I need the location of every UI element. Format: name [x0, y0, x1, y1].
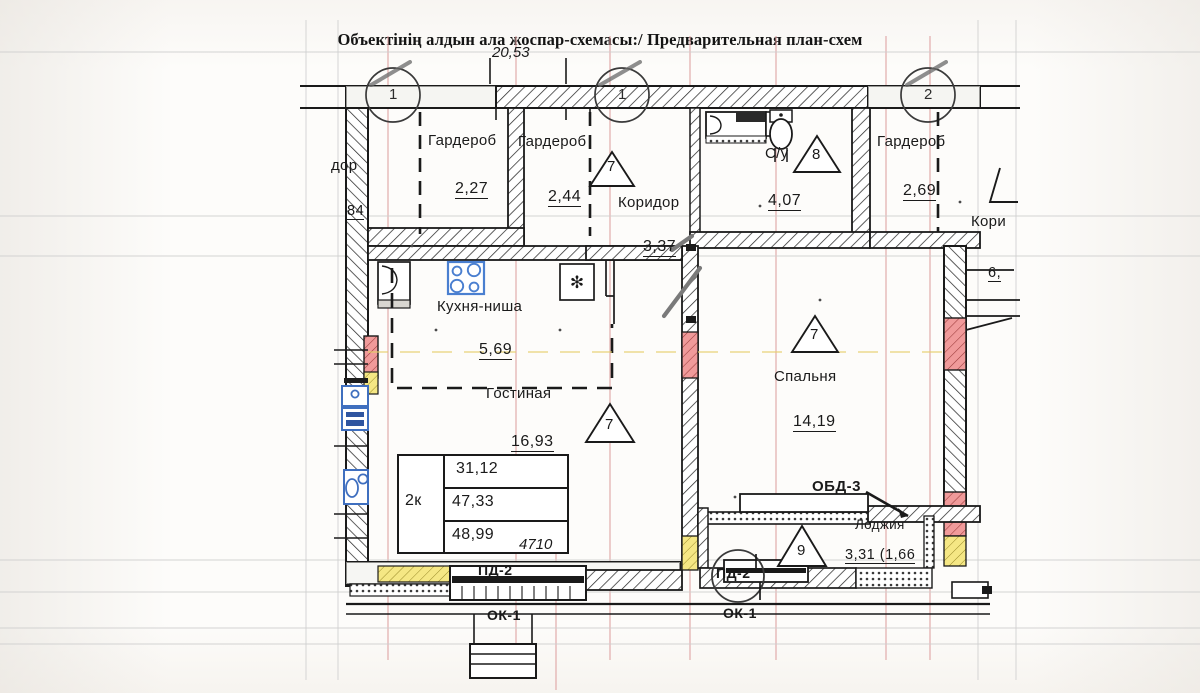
dimension-bottom: 4710 — [519, 536, 553, 553]
label-obd-3: ОБД-3 — [812, 478, 861, 495]
triangle-marker-bathroom: 8 — [812, 146, 821, 163]
page-title: Объектінің алдын ала жоспар-схемасы:/ Пр… — [337, 30, 863, 49]
triangle-marker-wardrobe-2: 7 — [607, 158, 616, 175]
label-ok-1-left: ОК-1 — [487, 607, 521, 623]
table-area-3: 48,99 — [452, 526, 495, 543]
room-area-wardrobe-3: 2,69 — [903, 182, 937, 201]
room-area-loggia: 3,31 (1,66 — [845, 547, 916, 564]
room-area-bedroom: 14,19 — [793, 413, 836, 432]
room-area-wardrobe-1: 2,27 — [455, 180, 489, 199]
room-name-kitchen: Кухня-ниша — [437, 298, 523, 315]
room-area-living: 16,93 — [511, 433, 554, 452]
table-area-2: 47,33 — [452, 493, 495, 510]
table-apartment-code: 2к — [405, 492, 422, 509]
triangle-marker-living: 7 — [605, 416, 614, 433]
axis-marker-2: 1 — [618, 86, 627, 103]
svg-text:✻: ✻ — [570, 273, 584, 292]
room-name-wardrobe-2: Гардероб — [518, 133, 587, 150]
room-name-wardrobe-1: Гардероб — [428, 132, 497, 149]
left-room-area: 84 — [347, 203, 365, 220]
label-ok-1-right: ОК-1 — [723, 605, 757, 621]
room-name-bathroom: С/у — [765, 145, 789, 162]
dimension-top: 20,53 — [492, 44, 530, 61]
triangle-marker-loggia: 9 — [797, 542, 806, 559]
room-area-corridor: 3,37 — [643, 238, 677, 257]
room-area-wardrobe-2: 2,44 — [548, 188, 582, 207]
table-area-1: 31,12 — [456, 460, 499, 477]
axis-marker-1: 1 — [389, 86, 398, 103]
right-room-area: 6, — [988, 265, 1002, 282]
label-pd-2-left: ПД-2 — [478, 562, 513, 578]
room-name-bedroom: Спальня — [774, 368, 837, 385]
right-room-label: Кори — [971, 213, 1007, 230]
room-area-kitchen: 5,69 — [479, 341, 513, 360]
room-name-loggia: Лоджия — [855, 517, 905, 532]
room-area-bathroom: 4,07 — [768, 192, 802, 211]
axis-marker-3: 2 — [924, 86, 933, 103]
triangle-marker-bedroom: 7 — [810, 326, 819, 343]
room-name-corridor: Коридор — [618, 194, 680, 211]
left-room-label: дор — [331, 157, 358, 174]
label-pd-2-right: ПД-2 — [716, 565, 751, 581]
room-name-living: Гостиная — [486, 385, 552, 402]
room-name-wardrobe-3: Гардероб — [877, 133, 946, 150]
